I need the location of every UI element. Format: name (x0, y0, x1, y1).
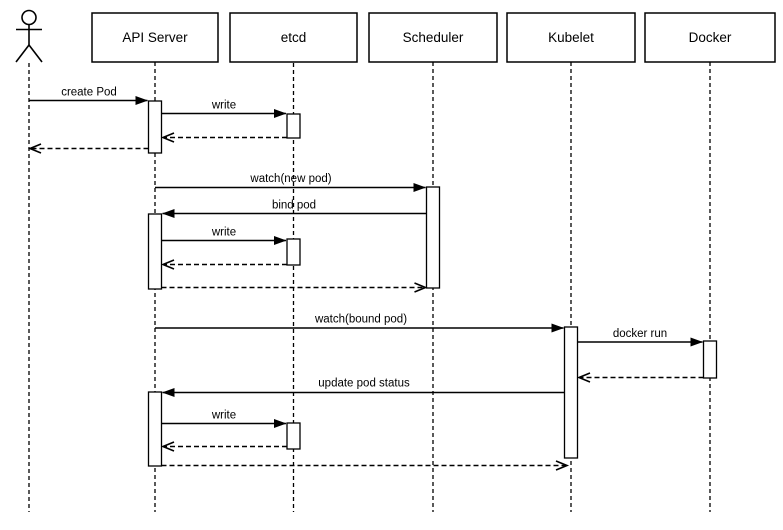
participant-label-kubelet: Kubelet (548, 30, 594, 45)
message-label-watch-bound-pod: watch(bound pod) (314, 314, 407, 326)
actor-leg-right (28, 44, 43, 63)
activation-bars (147, 100, 718, 467)
message-label-docker-run: docker run (613, 328, 667, 340)
message-label-write-2: write (211, 227, 236, 239)
activation-docker (702, 340, 718, 379)
participant-box-scheduler (368, 12, 498, 63)
participant-box-api-server (91, 12, 219, 63)
actor-icon (15, 9, 43, 63)
activation-api-server-3 (147, 391, 163, 467)
actor-leg-left (15, 44, 30, 63)
participant-labels: API Server etcd Scheduler Kubelet Docker (122, 30, 732, 45)
message-label-watch-new-pod: watch(new pod) (249, 173, 331, 185)
participant-label-docker: Docker (689, 30, 732, 45)
participant-box-etcd (229, 12, 358, 63)
participant-label-etcd: etcd (281, 30, 307, 45)
activation-etcd-3 (286, 422, 301, 450)
activation-etcd-1 (286, 113, 301, 139)
messages (27, 96, 704, 471)
activation-api-server-1 (147, 100, 163, 154)
message-label-write-3: write (211, 410, 236, 422)
participant-label-api-server: API Server (122, 30, 188, 45)
participant-boxes (91, 12, 776, 63)
message-label-update-pod-status: update pod status (318, 378, 410, 390)
message-labels: create Pod write watch(new pod) bind pod… (61, 87, 667, 422)
message-label-bind-pod: bind pod (272, 200, 316, 212)
actor-head (21, 9, 37, 26)
activation-kubelet (563, 326, 579, 459)
activation-etcd-2 (286, 238, 301, 266)
activation-api-server-2 (147, 213, 163, 290)
message-label-write-1: write (211, 100, 236, 112)
participant-label-scheduler: Scheduler (403, 30, 464, 45)
participant-box-docker (644, 12, 776, 63)
participant-box-kubelet (506, 12, 636, 63)
activation-scheduler (425, 186, 441, 289)
message-label-create-pod: create Pod (61, 87, 117, 99)
